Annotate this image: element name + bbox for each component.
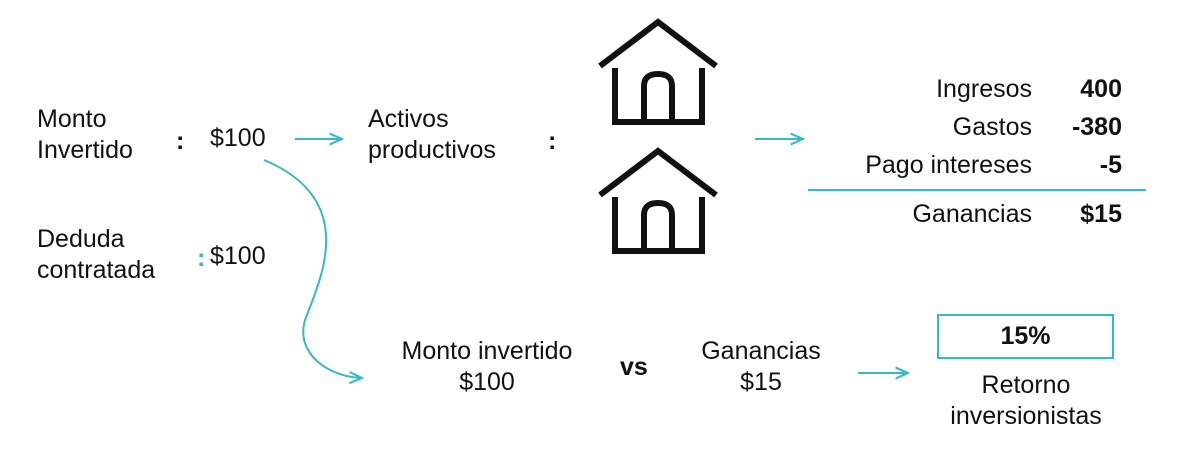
monto-invertido-label: Monto Invertido (37, 105, 133, 164)
ganancias-total-label: Ganancias (912, 200, 1032, 228)
income-row-label: Ingresos (936, 75, 1032, 103)
deuda-contratada-label: Deduda contratada (37, 225, 156, 284)
house-icon (598, 147, 718, 254)
income-row-label: Pago intereses (865, 151, 1032, 179)
monto-invertido-value: $100 (210, 124, 266, 152)
income-row-value: 400 (1080, 75, 1122, 103)
bottom-monto-invertido: Monto invertido $100 (401, 337, 573, 396)
vs-label: vs (620, 353, 648, 381)
monto-colon: : (176, 127, 185, 155)
retorno-value-box: 15% (937, 314, 1114, 359)
ganancias-total-value: $15 (1080, 200, 1122, 228)
house-icon (598, 18, 718, 125)
retorno-inversionistas-label: Retorno inversionistas (950, 371, 1102, 430)
income-row-value: -5 (1099, 151, 1122, 179)
deuda-contratada-value: $100 (210, 242, 266, 270)
curved-arrow-icon (263, 159, 362, 378)
income-row-value: -380 (1071, 113, 1122, 141)
deuda-colon: : (197, 244, 206, 272)
activos-productivos-label: Activos productivos (368, 105, 496, 164)
bottom-ganancias: Ganancias $15 (701, 337, 821, 396)
activos-colon: : (548, 127, 557, 155)
income-row-label: Gastos (952, 113, 1032, 141)
